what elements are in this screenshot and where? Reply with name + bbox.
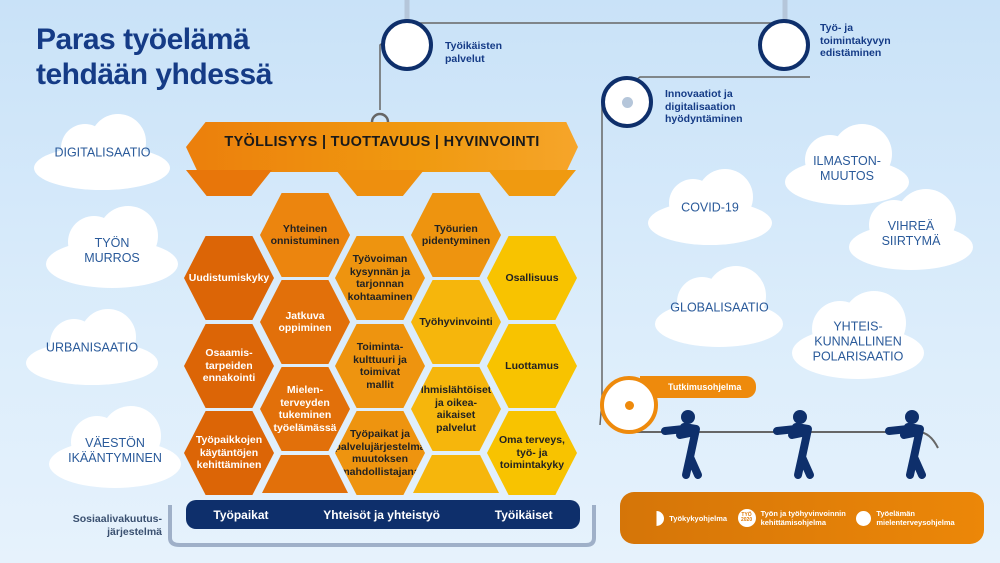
cloud-label: ILMASTON- MUUTOS <box>813 153 881 183</box>
pulley-innovaatiot <box>601 76 653 128</box>
hex-tyohyvinvointi: Työhyvinvointi <box>411 280 501 364</box>
hex-luottamus: Luottamus <box>487 324 577 408</box>
pulley-tyoikaisten-palvelut <box>381 19 433 71</box>
hex-toimintakulttuuri: Toiminta- kulttuuri ja toimivat mallit <box>335 324 425 408</box>
pulley-label: Työ- ja toimintakyvyn edistäminen <box>820 22 891 59</box>
person-icon <box>661 410 702 479</box>
hex-tyourien-pidentyminen: Työurien pidentyminen <box>411 193 501 277</box>
programme-tyokyky: Työkykyohjelma <box>649 510 728 526</box>
ball-icon <box>856 510 872 526</box>
hex-tyovoiman-kohtaaminen: Työvoiman kysynnän ja tarjonnan kohtaami… <box>335 236 425 320</box>
cloud-globalisaatio: GLOBALISAATIO <box>652 262 787 347</box>
hex-tyopaikkojen-kaytannot: Työpaikkojen käytäntöjen kehittäminen <box>184 411 274 495</box>
pulley-label: Työikäisten palvelut <box>445 40 502 65</box>
title-line-1: Paras työelämä <box>36 23 250 56</box>
programme-tyo2020: TYÖ 2020 Työn ja työhyvinvoinnin kehittäm… <box>737 509 846 527</box>
cloud-icon <box>849 189 973 270</box>
hex-osaamistarpeiden-ennakointi: Osaamis- tarpeiden ennakointi <box>184 324 274 408</box>
cloud-icon <box>648 169 772 245</box>
half-moon-icon <box>649 510 665 526</box>
hex-palvelujarjestelma: Työpaikat ja palvelujärjestelmä muutokse… <box>335 411 425 495</box>
cloud-icon <box>34 114 170 190</box>
cloud-vihrea-siirtyma: VIHREÄ SIIRTYMÄ <box>846 185 976 270</box>
tyo2020-logo-text: TYÖ 2020 <box>741 511 753 523</box>
cloud-ilmastonmuutos: ILMASTON- MUUTOS <box>782 120 912 205</box>
programme-mielenterveys: Työelämän mielenterveysohjelma <box>856 509 955 527</box>
cloud-label: VIHREÄ SIIRTYMÄ <box>881 218 941 248</box>
cloud-label: TYÖN MURROS <box>84 236 140 265</box>
cloud-icon <box>26 309 158 385</box>
programme-label: Työelämän mielenterveysohjelma <box>876 509 955 527</box>
cloud-label: COVID-19 <box>681 200 739 215</box>
cloud-icon <box>785 124 909 205</box>
cloud-digitalisaatio: DIGITALISAATIO <box>30 110 175 190</box>
foundation-tyopaikat: Työpaikat <box>213 507 269 522</box>
cloud-label: URBANISAATIO <box>45 340 139 355</box>
research-label: Tutkimusohjelma <box>640 376 756 398</box>
cloud-icon <box>49 406 181 488</box>
cloud-tyon-murros: TYÖN MURROS <box>42 200 182 290</box>
bracket-label: Sosiaalivakuutus- järjestelmä <box>72 513 162 538</box>
title-line-2: tehdään yhdessä <box>36 58 272 91</box>
cloud-covid: COVID-19 <box>645 165 775 245</box>
programme-label: Työn ja työhyvinvoinnin kehittämisohjelm… <box>760 509 846 527</box>
pulley-toimintakyky <box>758 19 810 71</box>
person-icon <box>773 410 814 479</box>
hex-mielenterveys: Mielen- terveyden tukeminen työelämässä <box>260 367 350 451</box>
foundation-bar: Työpaikat Yhteisöt ja yhteistyö Työikäis… <box>186 500 580 529</box>
hex-oma-terveys: Oma terveys, työ- ja toimintakyky <box>487 411 577 495</box>
foundation-tyoikaiset: Työikäiset <box>494 507 553 522</box>
cloud-polarisaatio: YHTEIS- KUNNALLINEN POLARISAATIO <box>788 285 928 380</box>
cloud-icon <box>46 206 178 288</box>
pulley-research <box>600 376 658 434</box>
hex-yhteinen-onnistuminen: Yhteinen onnistuminen <box>260 193 350 277</box>
tyo2020-logo-icon: TYÖ 2020 <box>737 509 756 527</box>
cloud-label: VÄESTÖN IKÄÄNTYMINEN <box>68 436 162 465</box>
cloud-vaeston-ikaantyminen: VÄESTÖN IKÄÄNTYMINEN <box>45 400 185 490</box>
banner-text: TYÖLLISYYS | TUOTTAVUUS | HYVINVOINTI <box>224 134 540 150</box>
programmes-bar: Työkykyohjelma TYÖ 2020 Työn ja työhyvinv… <box>620 492 984 544</box>
programme-label: Työkykyohjelma <box>669 513 728 523</box>
people-pulling-icon <box>661 410 926 479</box>
goals-banner <box>186 122 578 172</box>
person-icon <box>885 410 926 479</box>
hex-uudistumiskyky: Uudistumiskyky <box>184 236 274 320</box>
hex-jatkuva-oppiminen: Jatkuva oppiminen <box>260 280 350 364</box>
cloud-icon <box>792 291 924 379</box>
cloud-icon <box>655 266 783 347</box>
foundation-yhteisot: Yhteisöt ja yhteistyö <box>323 507 440 522</box>
hex-ihmislahtoiset-palvelut: Ihmislähtöiset ja oikea-aikaiset palvelu… <box>411 367 501 451</box>
hex-osallisuus: Osallisuus <box>487 236 577 320</box>
cloud-label: YHTEIS- KUNNALLINEN POLARISAATIO <box>812 319 904 363</box>
cloud-label: GLOBALISAATIO <box>670 300 769 314</box>
cloud-label: DIGITALISAATIO <box>54 145 151 160</box>
pulley-label: Innovaatiot ja digitalisaation hyödyntäm… <box>665 88 743 125</box>
cloud-urbanisaatio: URBANISAATIO <box>22 305 162 385</box>
